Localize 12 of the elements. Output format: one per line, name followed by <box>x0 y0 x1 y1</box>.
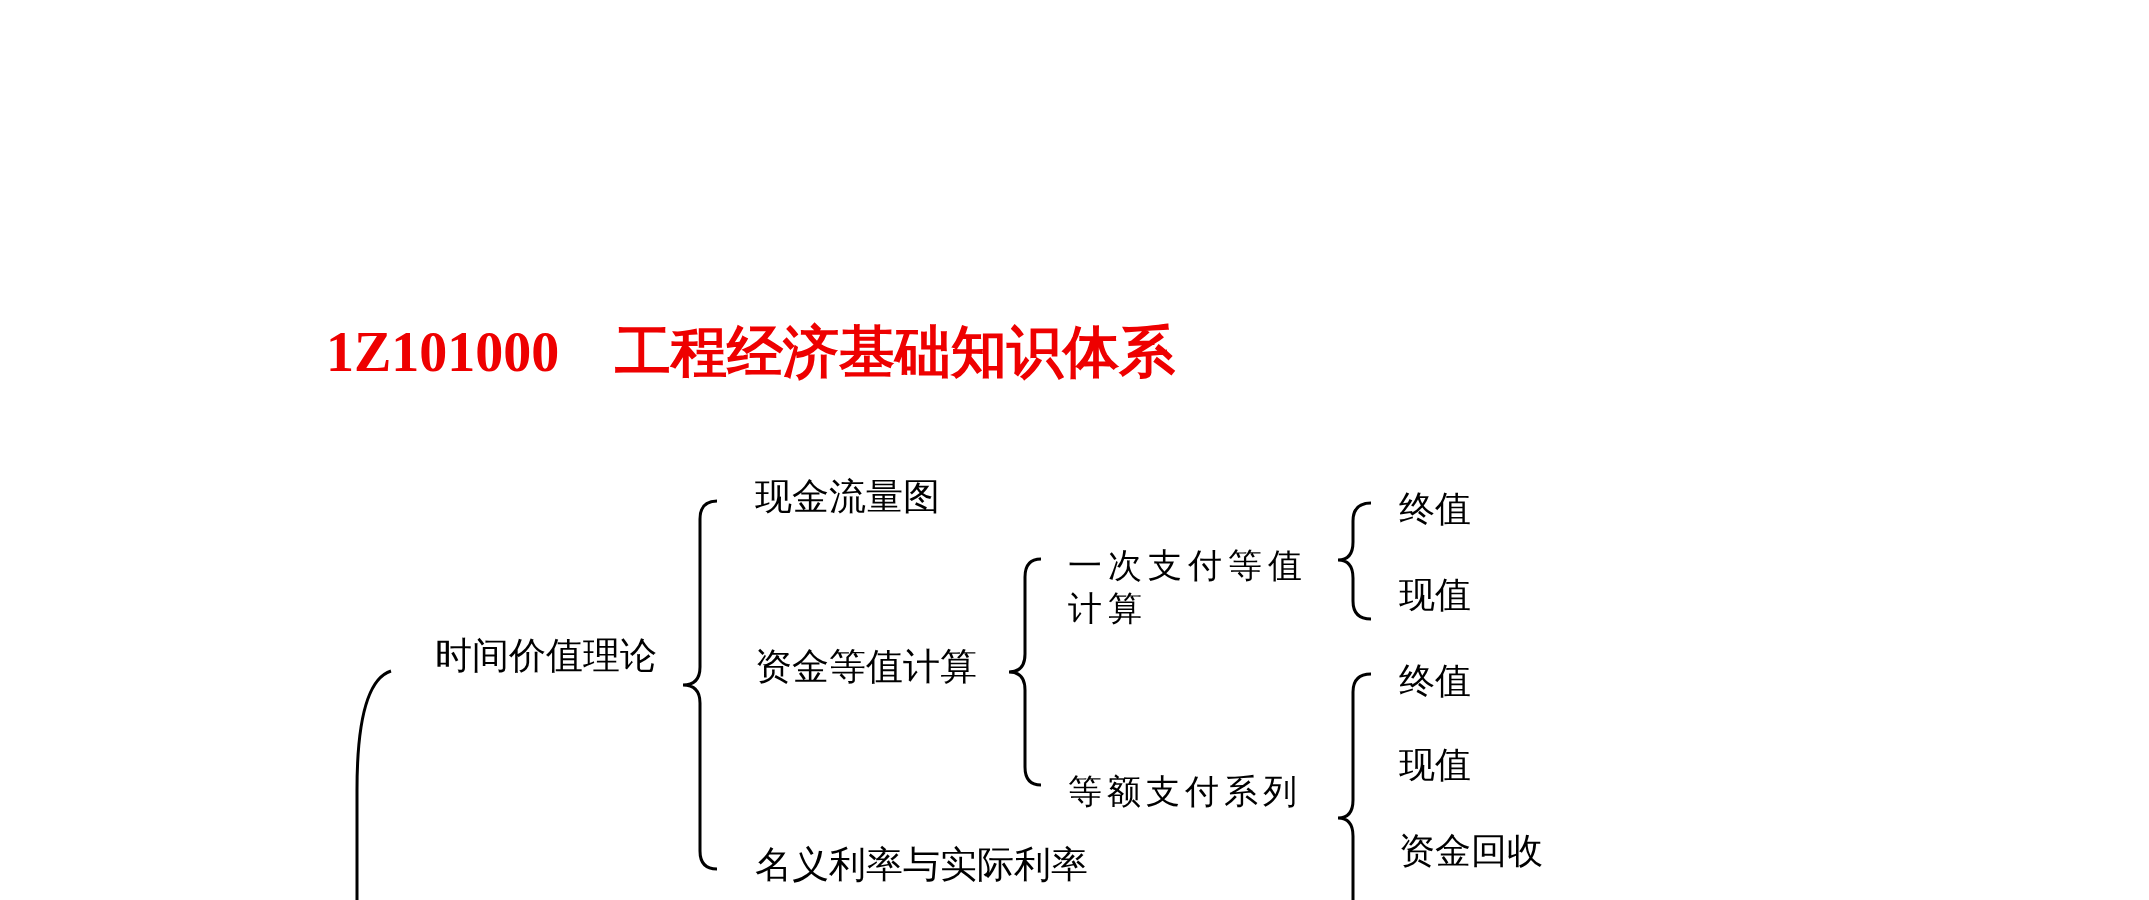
topic-label: 资金等值计算 <box>755 645 977 689</box>
topic-label: 终值 <box>1399 660 1471 703</box>
topic-label: 现值 <box>1399 574 1471 617</box>
topic-label: 现金流量图 <box>755 475 940 519</box>
topic-label: 终值 <box>1399 488 1471 531</box>
topic-label: 现值 <box>1399 744 1471 787</box>
topic-label: 名义利率与实际利率 <box>755 843 1088 887</box>
topic-label: 一次支付等值计算 <box>1068 546 1309 629</box>
topic-label: 资金回收 <box>1399 830 1543 873</box>
topic-label: 等额支付系列 <box>1068 772 1302 812</box>
topic-label: 时间价值理论 <box>435 634 657 678</box>
diagram-title: 1Z101000 工程经济基础知识体系 <box>326 322 1176 384</box>
